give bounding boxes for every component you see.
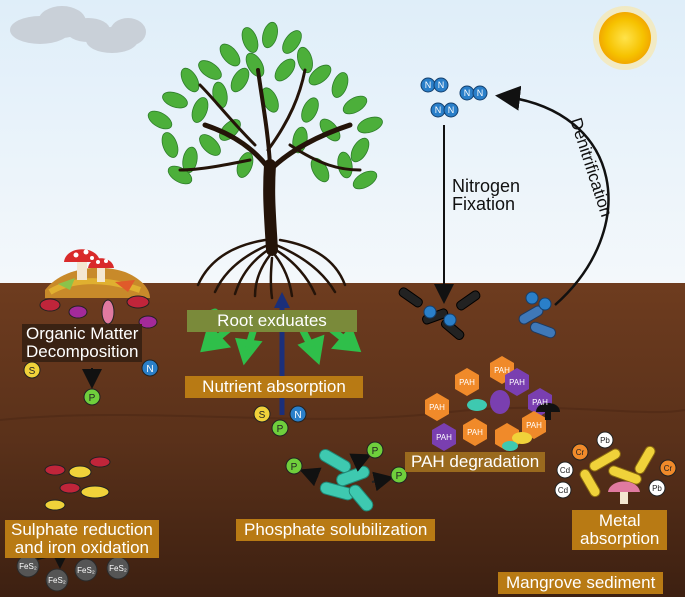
sulfur-symbol: S <box>29 366 36 377</box>
fes2-label: FeS₂ <box>19 562 37 571</box>
organic-matter-line1: Organic Matter <box>26 324 139 343</box>
nitrogen-fixing-bacteria <box>398 287 481 341</box>
sulphate-line2: and iron oxidation <box>14 538 149 557</box>
metal-ions <box>554 431 677 499</box>
mushroom-icon <box>64 249 114 282</box>
root-exudates-label: Root exduates <box>187 310 357 332</box>
sun-icon <box>593 6 657 70</box>
n2-n: N <box>448 105 455 115</box>
n2-n: N <box>464 88 471 98</box>
sulfur-symbol-tree: S <box>259 410 266 421</box>
cr-symbol: Cr <box>664 464 673 473</box>
mangrove-sediment-label: Mangrove sediment <box>498 572 664 594</box>
phosphorus-symbol: P <box>89 393 96 404</box>
fes2-spheres <box>16 554 130 592</box>
sulphate-line1: Sulphate reduction <box>11 520 153 539</box>
pah-label: PAH <box>429 403 445 412</box>
n2-n: N <box>425 80 432 90</box>
pah-label: PAH <box>467 428 483 437</box>
pah-label: PAH <box>532 398 548 407</box>
fes2-label: FeS₂ <box>48 576 66 585</box>
pb-symbol: Pb <box>652 484 662 493</box>
pah-label: PAH <box>459 378 475 387</box>
metal-mushroom-icon <box>608 481 640 504</box>
tree-canopy <box>147 21 383 190</box>
p-symbol: P <box>396 471 403 482</box>
tree-trunk <box>178 68 362 256</box>
nutrient-absorption-label: Nutrient absorption <box>185 376 363 398</box>
sulfur-icon <box>23 361 41 379</box>
p-symbol: P <box>291 462 298 473</box>
organic-matter-line2: Decomposition <box>26 342 139 361</box>
n2-molecules <box>420 77 488 118</box>
sulphate-label: Sulphate reduction and iron oxidation <box>5 520 159 558</box>
metal-bacteria <box>579 445 656 498</box>
phosphorus-icon <box>83 388 101 406</box>
denitrifying-bacteria <box>518 305 557 339</box>
nitrogen-icon <box>141 359 159 377</box>
phosphorus-symbol-tree: P <box>277 424 284 435</box>
n2-n: N <box>438 80 445 90</box>
pah-label: PAH <box>509 378 525 387</box>
n2-n: N <box>477 88 484 98</box>
cr-symbol: Cr <box>576 448 585 457</box>
cd-symbol: Cd <box>558 486 568 495</box>
soil-layer-line <box>0 406 685 421</box>
pah-label: PAH <box>436 433 452 442</box>
mangrove-tree <box>147 21 383 300</box>
pah-label: PAH <box>526 421 542 430</box>
pah-label: PAH <box>494 366 510 375</box>
denitrification-arrow <box>495 85 610 306</box>
nitrogen-symbol-tree: N <box>294 410 301 421</box>
litter-pile <box>45 267 150 298</box>
nitrogen-fixation-line2: Fixation <box>452 194 516 214</box>
metal-line2: absorption <box>580 529 660 548</box>
fes2-label: FeS₂ <box>109 564 127 573</box>
cd-symbol: Cd <box>560 466 570 475</box>
n2-n: N <box>435 105 442 115</box>
sulphate-reducing-bacteria <box>44 456 111 511</box>
phosphate-solubilization-label: Phosphate solubilization <box>236 519 436 541</box>
pb-symbol: Pb <box>600 436 610 445</box>
organic-matter-label: Organic Matter Decomposition <box>22 324 143 362</box>
metal-line1: Metal <box>598 511 641 530</box>
nitrogen-fixation-line1: Nitrogen <box>452 176 521 196</box>
cloud-icon <box>10 6 146 53</box>
fes2-label: FeS₂ <box>77 566 95 575</box>
nitrogen-fixation-label: Nitrogen Fixation <box>452 177 520 213</box>
pah-cluster <box>425 356 560 451</box>
tree-roots <box>196 238 347 300</box>
p-symbol: P <box>372 446 379 457</box>
nitrogen-symbol: N <box>146 364 153 375</box>
pah-degradation-label: PAH degradation <box>405 452 546 472</box>
metal-absorption-label: Metal absorption <box>572 510 668 550</box>
nutrient-spheres <box>253 405 307 437</box>
decomposer-bacteria <box>39 295 158 329</box>
phosphorus-products <box>285 441 408 484</box>
